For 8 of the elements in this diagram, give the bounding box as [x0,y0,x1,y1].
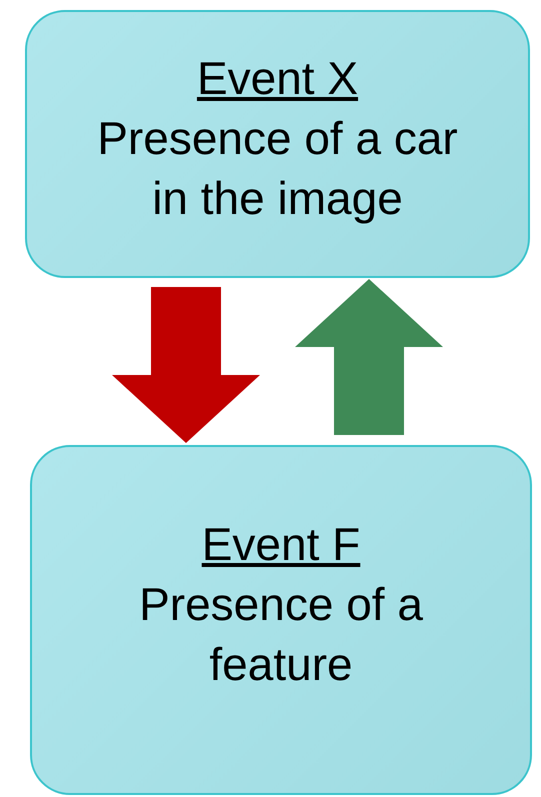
heading: Event X [196,51,358,106]
heading: Event F [202,517,360,572]
rounded-box [25,10,530,278]
rounded-box [30,445,532,795]
block-arrow [112,287,260,443]
block-arrow [295,279,443,435]
description: Presence of a feature [138,577,424,692]
description: Presence of a car in the image [96,111,459,226]
